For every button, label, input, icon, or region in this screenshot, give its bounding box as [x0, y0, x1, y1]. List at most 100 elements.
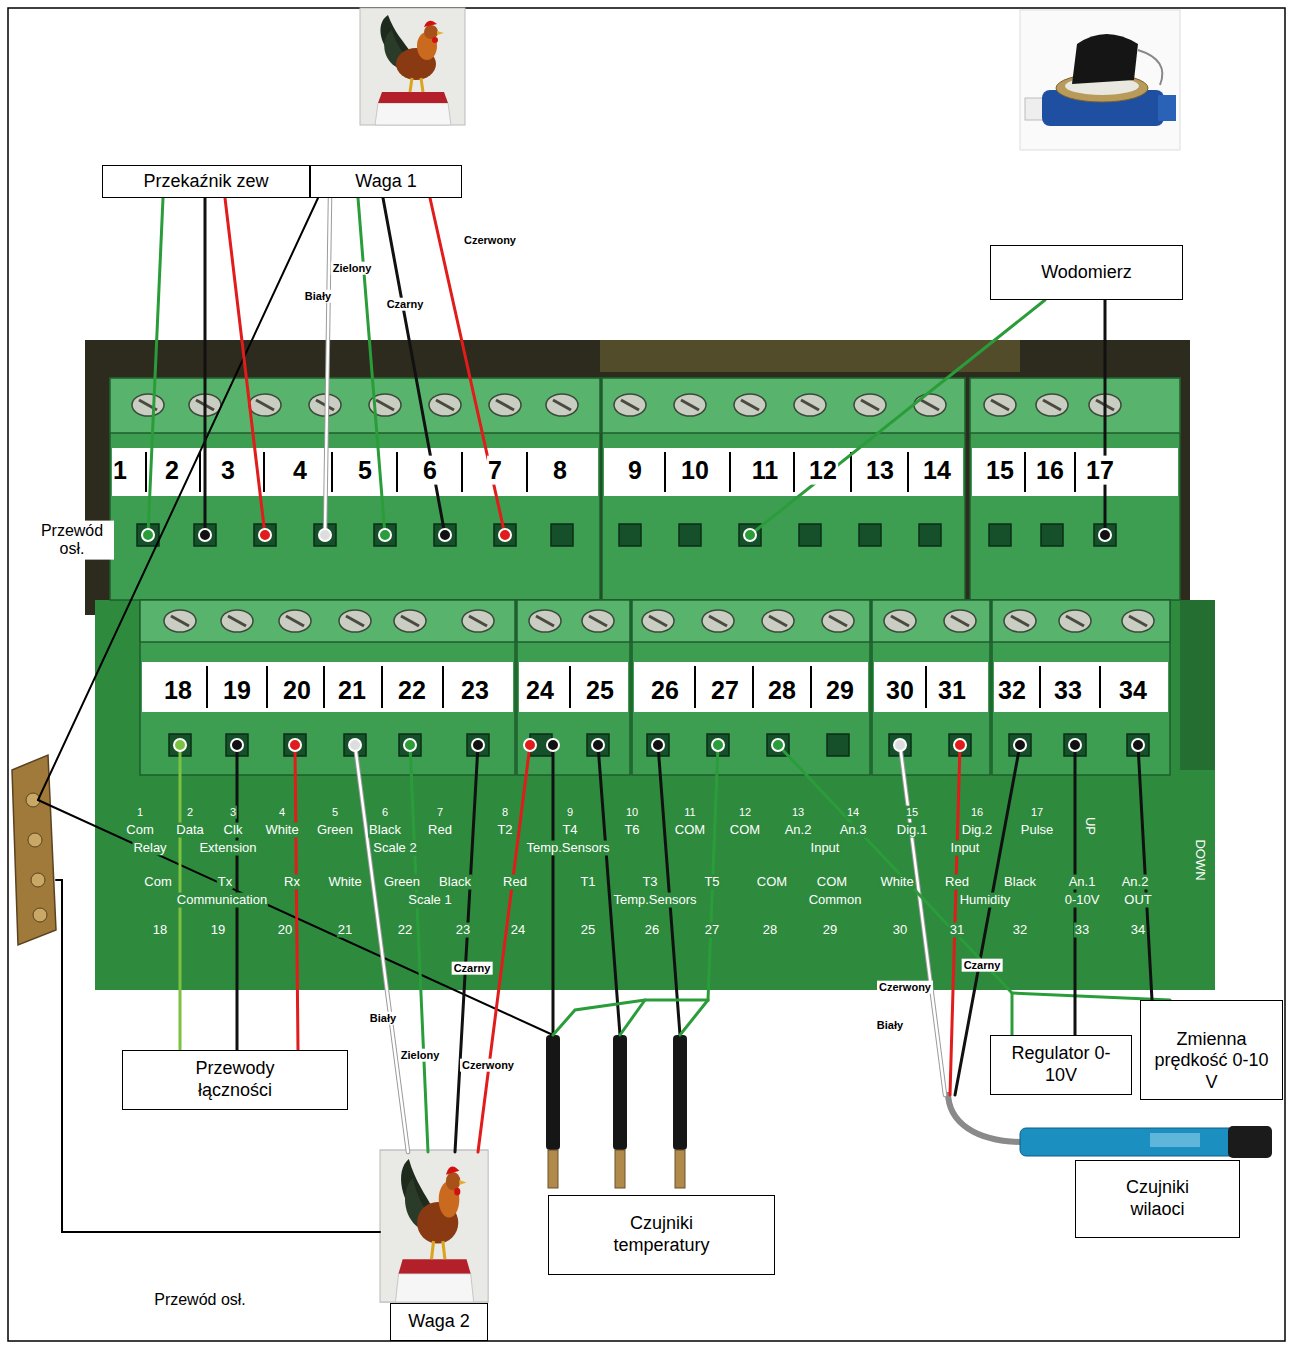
pcb-silkscreen-label: 22 [397, 923, 413, 938]
pcb-silkscreen-label: Dig.1 [896, 823, 928, 838]
wire-end-dot [349, 739, 361, 751]
strip-separator [396, 452, 398, 492]
terminal-number: 20 [282, 676, 312, 705]
strip-separator [323, 666, 325, 708]
terminal-number: 6 [422, 456, 438, 485]
wire [410, 745, 428, 1152]
terminal-hole [551, 524, 573, 546]
pcb-silkscreen-label: Com [143, 875, 172, 890]
temperature-probe [615, 1150, 625, 1188]
terminal-screw [642, 610, 674, 632]
wire-end-dot [744, 529, 756, 541]
wire [355, 745, 408, 1152]
strip-separator [526, 452, 528, 492]
wire [658, 745, 680, 1035]
terminal-block [519, 662, 628, 712]
pcb-pin-number: 15 [905, 806, 919, 819]
wire-end-dot [1014, 739, 1026, 751]
wire [900, 745, 945, 1095]
wire [1074, 745, 1077, 1035]
pcb-silkscreen-label: Relay [132, 841, 167, 856]
box-label: Regulator 0-10V [1001, 1043, 1121, 1086]
terminal-number: 9 [627, 456, 643, 485]
wire [552, 745, 555, 1035]
terminal-screw [884, 610, 916, 632]
terminal-number: 8 [552, 456, 568, 485]
page-frame [8, 8, 1285, 1341]
strip-separator [793, 452, 795, 492]
pcb-silkscreen-label: Green [383, 875, 421, 890]
pcb-silkscreen-label: Communication [176, 893, 268, 908]
wire-end-dot [894, 739, 906, 751]
terminal-block [632, 600, 870, 775]
terminal-screw [394, 610, 426, 632]
strip-separator [263, 452, 265, 492]
wire-end-dot [231, 739, 243, 751]
pcb-silkscreen-label: T1 [579, 875, 596, 890]
terminal-screw [429, 394, 461, 416]
terminal-hole [679, 524, 701, 546]
label-box: Przekaźnik zew [102, 165, 310, 198]
wire-color-label: Zielony [399, 1049, 442, 1062]
terminal-hole [859, 524, 881, 546]
terminal-screw [1059, 610, 1091, 632]
shield-wire-label: Przewód osł. [151, 1290, 249, 1310]
strip-separator [1039, 666, 1041, 708]
strip-separator [569, 666, 571, 708]
wire-color-label: Zielony [331, 262, 374, 275]
terminal-number: 19 [222, 676, 252, 705]
terminal-number: 5 [357, 456, 373, 485]
wire [1138, 745, 1152, 1000]
terminal-hole [919, 524, 941, 546]
terminal-number: 3 [220, 456, 236, 485]
controller-board-photo [85, 340, 1190, 615]
box-label: Przekaźnik zew [143, 171, 268, 193]
box-label: Wodomierz [1041, 262, 1132, 284]
scale-photo [380, 1150, 488, 1302]
wire [1104, 300, 1107, 535]
pcb-pin-number: 7 [436, 806, 444, 819]
ground-bar [28, 833, 42, 847]
temperature-probe [546, 1035, 687, 1188]
terminal-number: 11 [751, 456, 779, 485]
pcb-silkscreen-label: T2 [496, 823, 513, 838]
pcb-silkscreen-label: An.2 [784, 823, 813, 838]
terminal-screw [914, 394, 946, 416]
pcb-silkscreen-label: OUT [1123, 893, 1152, 908]
pcb-silkscreen-label: White [327, 875, 362, 890]
strip-separator [925, 666, 927, 708]
terminal-number: 21 [337, 676, 367, 705]
pcb-silkscreen-label: White [879, 875, 914, 890]
terminal-block [994, 662, 1168, 712]
terminal-screw [944, 610, 976, 632]
terminal-number: 14 [922, 456, 952, 485]
pcb-silkscreen-label: DOWN [1193, 838, 1208, 881]
terminal-screw [132, 394, 1154, 632]
terminal-number: 17 [1085, 456, 1115, 485]
terminal-number: 24 [525, 676, 555, 705]
wire-color-label: Biały [303, 290, 333, 303]
wire-end-dot [547, 739, 559, 751]
terminal-number: 4 [292, 456, 308, 485]
pcb-silkscreen-label: T4 [561, 823, 578, 838]
terminal-screw [1036, 394, 1068, 416]
terminal-screw [221, 610, 253, 632]
wire-end-dot [1069, 739, 1081, 751]
pcb-silkscreen-label: Humidity [959, 893, 1012, 908]
wire-end-dot [439, 529, 451, 541]
terminal-block [517, 600, 630, 775]
label-box: Przewody łączności [122, 1050, 348, 1110]
pcb-silkscreen-label: 23 [455, 923, 471, 938]
strip-separator [1074, 452, 1076, 492]
wire [455, 745, 478, 1152]
terminal-number: 16 [1035, 456, 1065, 485]
box-label: Waga 2 [408, 1311, 469, 1333]
terminal-block [972, 448, 1178, 496]
wire-end-dot [174, 739, 186, 751]
wire-color-label: Czerwony [460, 1059, 516, 1072]
shield-wire-label: Przewód osł. [30, 521, 114, 560]
pcb-pin-number: 4 [278, 806, 286, 819]
box-label: Zmienna prędkość 0-10 V [1149, 1029, 1274, 1094]
box-label: Czujniki wilaoci [1101, 1177, 1214, 1220]
strip-separator [1024, 452, 1026, 492]
